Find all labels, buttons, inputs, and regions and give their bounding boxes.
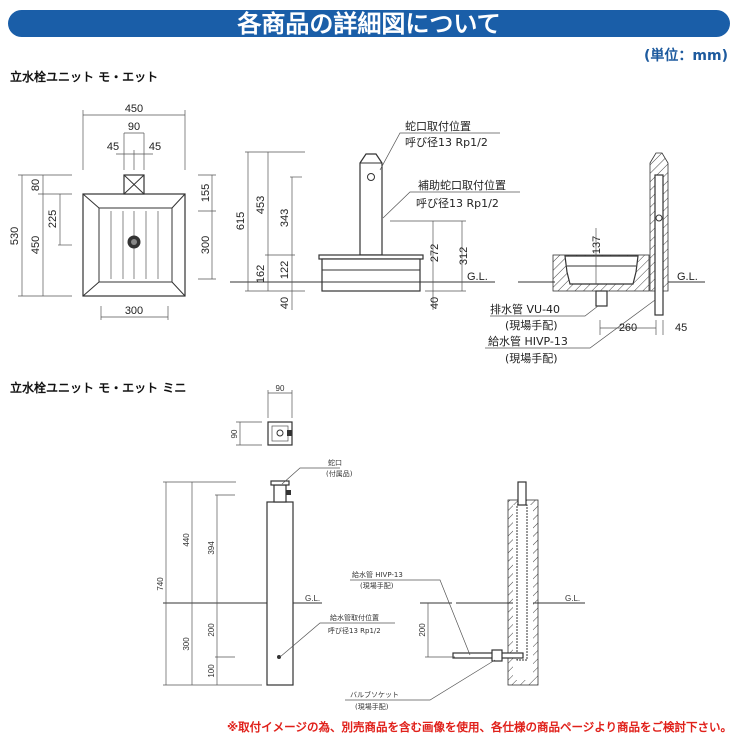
drain-pipe <box>595 290 608 307</box>
page-title: 各商品の詳細図について <box>236 10 500 38</box>
gl-label: G.L. <box>467 271 488 283</box>
mini-side-section: 200 G.L. 給水管 HIVP-13 (現場手配) バルブソケット (現場手… <box>345 481 585 711</box>
footer-note: ※取付イメージの為、別売商品を含む画像を使用、各仕様の商品ページより商品をご検討… <box>227 720 732 734</box>
faucet-position-label: 蛇口取付位置 <box>405 119 471 133</box>
dim-260: 260 <box>619 322 637 334</box>
plan-view: 450 90 45 45 530 450 80 225 155 300 300 <box>9 103 216 320</box>
mini-dim-300: 300 <box>182 637 191 651</box>
aux-faucet-position-label: 補助蛇口取付位置 <box>418 178 506 192</box>
mini-dim-740: 740 <box>156 577 165 591</box>
side-basin <box>564 255 639 285</box>
faucet-size-label: 呼び径13 Rp1/2 <box>405 136 488 149</box>
dim-155: 155 <box>200 184 212 202</box>
section1-title: 立水栓ユニット モ・エット <box>10 69 158 84</box>
dim-615: 615 <box>235 212 247 230</box>
dim-225: 225 <box>47 210 59 228</box>
faucet-outlet-icon <box>367 173 375 181</box>
mini-faucet <box>273 484 287 503</box>
mini-supply-pipe-note: (現場手配) <box>360 581 394 590</box>
dim-80: 80 <box>30 179 42 191</box>
mini-front-elevation: 740 440 394 300 200 100 G.L. 蛇口 (付属品) 給水… <box>156 458 395 686</box>
mini-dim-394: 394 <box>207 541 216 555</box>
dim-90: 90 <box>128 121 140 133</box>
dim-45-right: 45 <box>149 141 161 153</box>
header-bar <box>8 10 730 37</box>
section2-title: 立水栓ユニット モ・エット ミニ <box>10 380 186 395</box>
drain-pipe-label: 排水管 VU-40 <box>490 302 560 316</box>
aux-faucet-size-label: 呼び径13 Rp1/2 <box>416 197 499 210</box>
front-elevation: 615 453 343 162 122 40 272 312 40 G.L. 蛇… <box>230 119 520 310</box>
mini-faucet-label: 蛇口 <box>328 458 342 467</box>
mini-supply-position-label: 給水管取付位置 <box>330 613 379 622</box>
unit-label: (単位：mm) <box>644 47 728 64</box>
dim-40-left: 40 <box>279 297 291 309</box>
mini-dim-200: 200 <box>207 623 216 637</box>
mini-supply-position-size: 呼び径13 Rp1/2 <box>328 626 381 635</box>
basin <box>321 258 421 292</box>
faucet-post <box>359 153 383 256</box>
dim-162: 162 <box>255 265 267 283</box>
mini-dim-100: 100 <box>207 664 216 678</box>
dim-453: 453 <box>255 196 267 214</box>
dim-343: 343 <box>279 209 291 227</box>
dim-530: 530 <box>9 227 21 245</box>
mini-supply-pipe <box>452 652 524 659</box>
mini-side-gl-label: G.L. <box>565 594 580 603</box>
supply-pipe-label: 給水管 HIVP-13 <box>488 334 568 348</box>
supply-pipe-note: (現場手配) <box>505 351 558 365</box>
mini-plan-view: 90 90 <box>230 384 293 446</box>
dim-45-left: 45 <box>107 141 119 153</box>
mini-gl-label: G.L. <box>305 594 320 603</box>
valve-socket-note: (現場手配) <box>355 702 389 711</box>
dim-300-height: 300 <box>200 236 212 254</box>
dim-122: 122 <box>279 261 291 279</box>
mini-dim-90-width: 90 <box>276 384 285 393</box>
dim-450-width: 450 <box>125 103 143 115</box>
mini-dim-440: 440 <box>182 533 191 547</box>
side-section: 137 G.L. 排水管 VU-40 (現場手配) 給水管 HIVP-13 (現… <box>485 152 705 365</box>
mini-side-faucet <box>517 481 527 506</box>
dim-45-side: 45 <box>675 322 687 334</box>
mini-post <box>266 501 294 686</box>
dim-450-height: 450 <box>30 236 42 254</box>
mini-faucet-note: (付属品) <box>326 469 353 478</box>
valve-socket-label: バルブソケット <box>350 690 399 699</box>
dim-300-width: 300 <box>125 305 143 317</box>
dim-312: 312 <box>458 247 470 265</box>
dim-272: 272 <box>429 244 441 262</box>
dim-137: 137 <box>591 236 603 254</box>
mini-dim-90-height: 90 <box>230 429 239 438</box>
mini-supply-pipe-label: 給水管 HIVP-13 <box>352 570 403 579</box>
drain-pipe-note: (現場手配) <box>505 318 558 332</box>
dim-40-right: 40 <box>429 297 441 309</box>
side-gl-label: G.L. <box>677 271 698 283</box>
mini-side-dim-200: 200 <box>418 623 427 637</box>
